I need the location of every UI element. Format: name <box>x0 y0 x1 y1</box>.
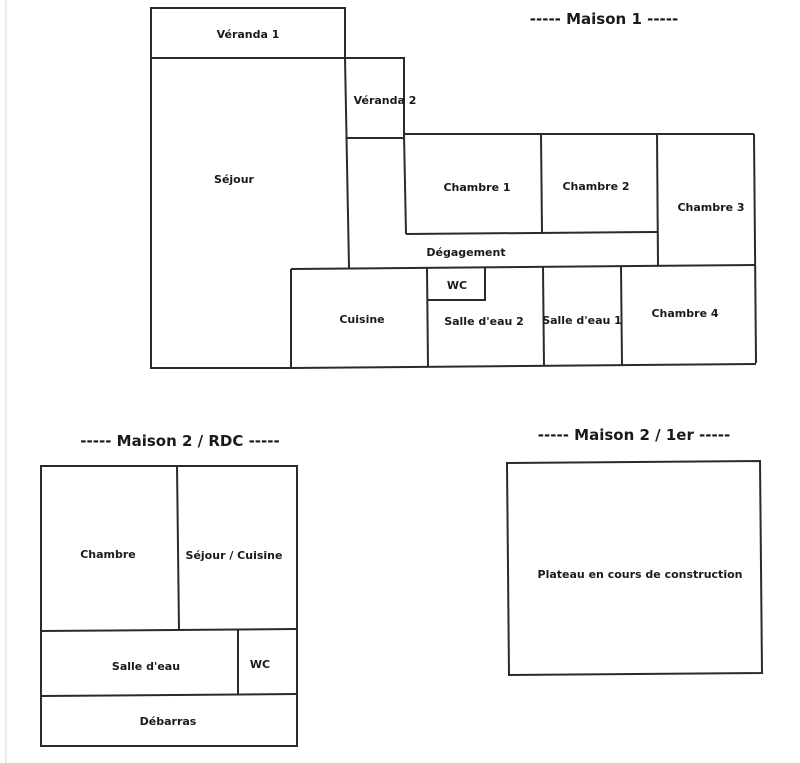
room-label-chambre3: Chambre 3 <box>677 201 744 214</box>
wall-right-outer <box>753 133 757 364</box>
wall-upper-lower <box>40 628 298 632</box>
room-label-sejour: Séjour <box>214 173 255 186</box>
maison1-heading: ----- Maison 1 ----- <box>530 10 678 28</box>
wall-wc <box>427 267 486 301</box>
room-label-cuisine: Cuisine <box>339 313 384 326</box>
room-label-sejour-cuisine: Séjour / Cuisine <box>186 549 283 562</box>
wall-sejour-right <box>344 57 350 269</box>
wall-chambre1-left <box>403 133 407 235</box>
room-label-veranda2: Véranda 2 <box>354 94 417 107</box>
maison2-1er-outline <box>505 459 764 677</box>
wall-bottom-outer <box>290 363 757 369</box>
room-label-salle-eau1: Salle d'eau 1 <box>542 314 622 327</box>
room-label-chambre4: Chambre 4 <box>651 307 718 320</box>
room-label-chambre: Chambre <box>80 548 136 561</box>
maison1-plan: Véranda 1 Véranda 2 Séjour Chambre 1 Cha… <box>150 7 757 369</box>
wall-debarras-top <box>40 693 298 697</box>
wall-veranda2 <box>345 57 405 136</box>
maison2-rdc-outline <box>40 465 298 747</box>
wall-chambre1-2 <box>540 133 543 234</box>
room-label-chambre1: Chambre 1 <box>443 181 510 194</box>
room-label-chambre2: Chambre 2 <box>562 180 629 193</box>
room-label-wc2: WC <box>250 658 270 671</box>
wall-lower-top <box>290 264 757 270</box>
wall-salle1-chambre4 <box>620 265 623 366</box>
maison2-1er-plan: Plateau en cours de construction <box>505 459 764 677</box>
wall-sejour-outer <box>150 58 291 369</box>
room-label-debarras: Débarras <box>140 715 197 728</box>
maison2-rdc-heading: ----- Maison 2 / RDC ----- <box>80 432 279 450</box>
room-label-salle-eau: Salle d'eau <box>112 660 180 673</box>
wall-chambre2-3 <box>656 133 659 266</box>
maison2-rdc-plan: Chambre Séjour / Cuisine Salle d'eau WC … <box>40 465 298 747</box>
room-label-degagement: Dégagement <box>426 246 505 259</box>
maison2-1er-heading: ----- Maison 2 / 1er ----- <box>538 426 730 444</box>
room-veranda1 <box>150 7 346 59</box>
wall-chambre-sejour <box>176 465 180 631</box>
room-label-plateau: Plateau en cours de construction <box>538 568 743 581</box>
room-label-veranda1: Véranda 1 <box>217 28 280 41</box>
wall-salle2-salle1 <box>542 266 545 367</box>
room-label-salle-eau2: Salle d'eau 2 <box>444 315 524 328</box>
wall-chambres-bottom <box>405 231 659 235</box>
room-label-wc: WC <box>447 279 467 292</box>
wall-cuisine-salle2 <box>426 267 429 368</box>
